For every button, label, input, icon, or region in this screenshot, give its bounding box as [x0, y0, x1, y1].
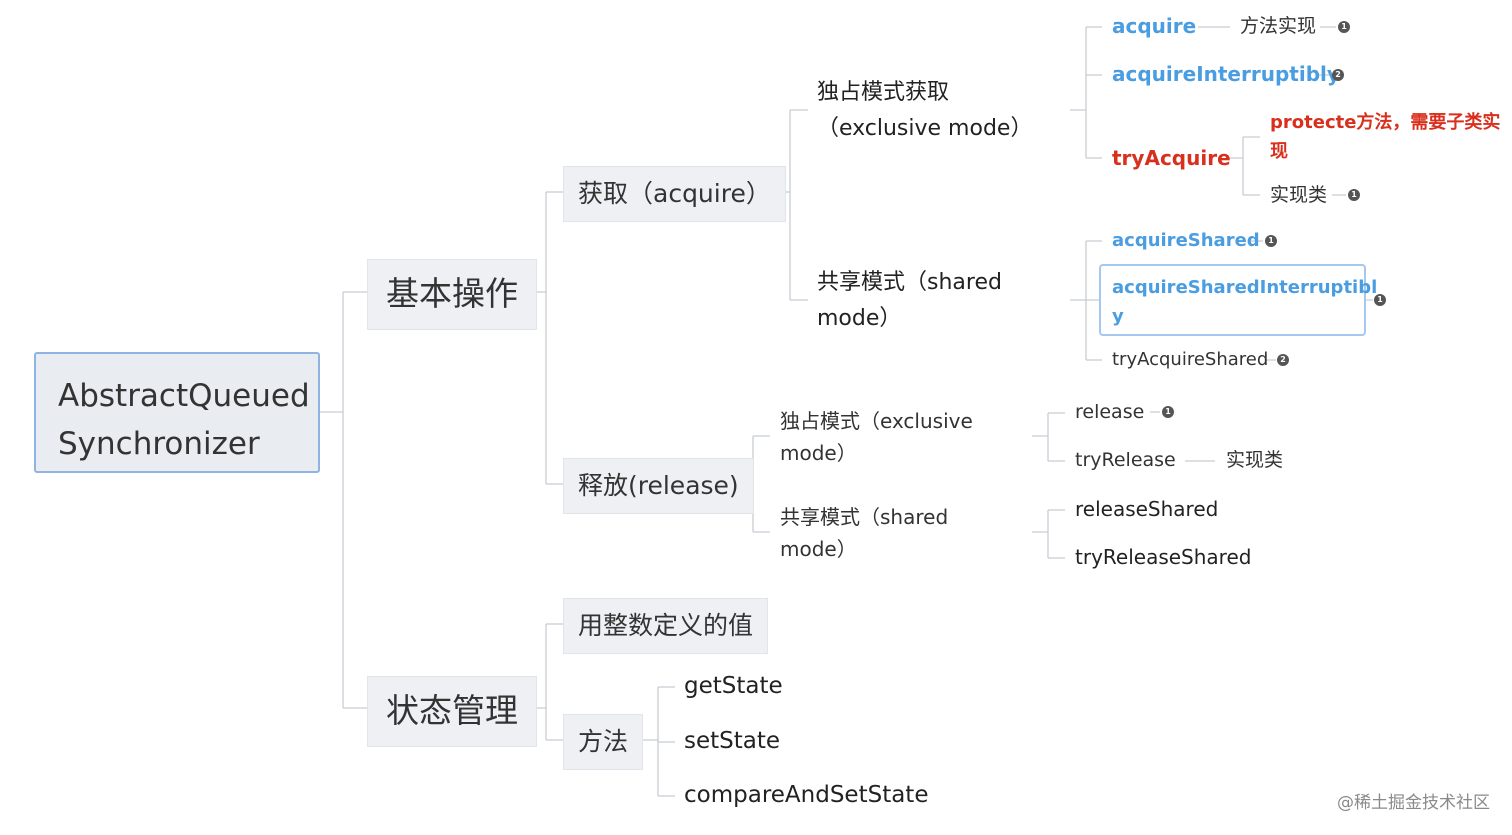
node-release-method[interactable]: release — [1075, 401, 1145, 423]
release-exclusive-line1: 独占模式（exclusive — [780, 409, 973, 433]
node-tryAcquire-protected-note[interactable]: protecte方法，需要子类实现 — [1270, 112, 1501, 162]
acquire-shared-line1: 共享模式（shared — [817, 270, 1002, 295]
node-acquire-method[interactable]: acquire — [1112, 14, 1197, 38]
release-exclusive-line2: mode） — [780, 441, 857, 465]
node-basic-ops[interactable]: 基本操作 — [367, 259, 537, 330]
node-setState[interactable]: setState — [684, 728, 781, 754]
watermark: @稀土掘金技术社区 — [1337, 793, 1490, 813]
acquire-shared-line2: mode） — [817, 305, 902, 331]
marker-badge-2: 2 — [1332, 69, 1344, 81]
node-tryAcquire-impl[interactable]: 实现类 — [1270, 184, 1328, 206]
node-acquireShared[interactable]: acquireShared — [1112, 230, 1260, 251]
node-release[interactable]: 释放(release) — [563, 458, 754, 514]
node-tryAcquireShared[interactable]: tryAcquireShared — [1112, 349, 1269, 370]
acquireSharedInterruptibly-line1: acquireSharedInterruptibl — [1112, 277, 1378, 298]
root-node[interactable]: AbstractQueued Synchronizer — [34, 352, 320, 473]
node-release-shared[interactable]: 共享模式（shared mode） — [780, 501, 948, 565]
acquire-exclusive-line1: 独占模式获取 — [817, 80, 950, 105]
release-shared-line1: 共享模式（shared — [780, 505, 949, 529]
node-tryAcquire[interactable]: tryAcquire — [1112, 146, 1231, 170]
node-int-value[interactable]: 用整数定义的值 — [563, 598, 769, 654]
selection-highlight — [1099, 264, 1366, 336]
node-tryRelease[interactable]: tryRelease — [1075, 449, 1176, 471]
node-release-exclusive[interactable]: 独占模式（exclusive mode） — [780, 405, 973, 469]
node-state-mgmt[interactable]: 状态管理 — [367, 676, 537, 747]
marker-badge-1: 1 — [1374, 294, 1386, 306]
node-acquireInterruptibly[interactable]: acquireInterruptibly — [1112, 62, 1340, 86]
marker-badge-1: 1 — [1338, 21, 1350, 33]
node-acquire[interactable]: 获取（acquire） — [563, 166, 786, 222]
node-methods[interactable]: 方法 — [563, 714, 644, 770]
node-tryRelease-impl[interactable]: 实现类 — [1226, 449, 1284, 471]
node-releaseShared[interactable]: releaseShared — [1075, 497, 1219, 521]
node-acquire-shared[interactable]: 共享模式（shared mode） — [817, 268, 1002, 333]
node-acquire-note[interactable]: 方法实现 — [1240, 15, 1317, 37]
acquire-exclusive-line2: （exclusive mode） — [817, 115, 1033, 141]
marker-badge-1: 1 — [1265, 235, 1277, 247]
node-getState[interactable]: getState — [684, 673, 783, 699]
marker-badge-1: 1 — [1348, 189, 1360, 201]
node-acquire-exclusive[interactable]: 独占模式获取 （exclusive mode） — [817, 78, 1032, 143]
node-tryReleaseShared[interactable]: tryReleaseShared — [1075, 545, 1252, 569]
node-acquireSharedInterruptibly[interactable]: acquireSharedInterruptibl y — [1112, 273, 1377, 331]
release-shared-line2: mode） — [780, 537, 857, 561]
node-compareAndSetState[interactable]: compareAndSetState — [684, 782, 929, 808]
marker-badge-1: 1 — [1162, 406, 1174, 418]
acquireSharedInterruptibly-line2: y — [1112, 306, 1124, 327]
marker-badge-2: 2 — [1277, 354, 1289, 366]
